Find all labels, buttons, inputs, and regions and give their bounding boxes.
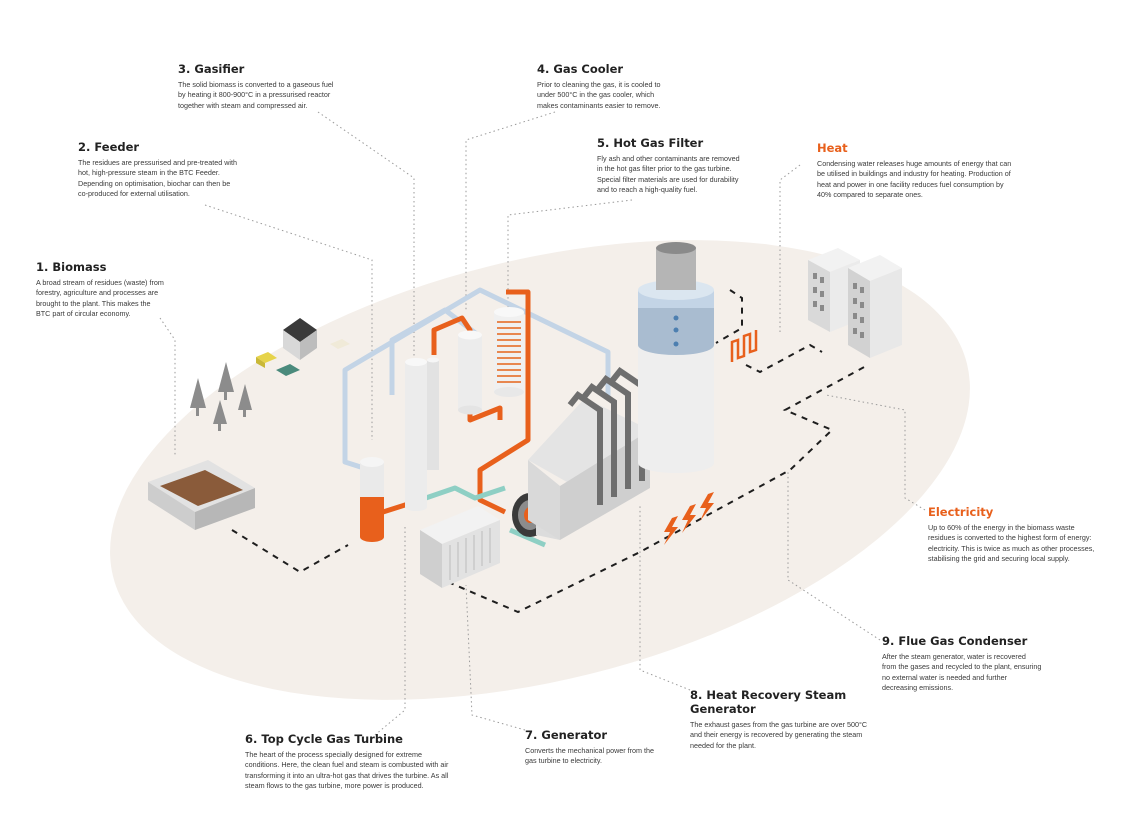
callout-generator: 7. Generator Converts the mechanical pow…: [525, 728, 655, 767]
callout-title: 9. Flue Gas Condenser: [882, 634, 1028, 648]
hot-gas-filter: [494, 307, 524, 397]
callout-text: The residues are pressurised and pre-tre…: [78, 158, 238, 199]
forest: [190, 362, 252, 431]
callout-gas-cooler: 4. Gas Cooler Prior to cleaning the gas,…: [537, 62, 667, 111]
hrsg: [528, 366, 650, 540]
callout-text: A broad stream of residues (waste) from …: [36, 278, 164, 319]
callout-text: Converts the mechanical power from the g…: [525, 746, 655, 766]
heat-coil: [730, 330, 758, 362]
callout-text: Condensing water releases huge amounts o…: [817, 159, 1012, 200]
callout-biomass: 1. Biomass A broad stream of residues (w…: [36, 260, 166, 320]
callout-title: Electricity: [928, 505, 994, 519]
callout-title: 7. Generator: [525, 728, 608, 742]
callout-text: Up to 60% of the energy in the biomass w…: [928, 523, 1095, 564]
power-cable: [231, 289, 869, 614]
callout-text: Fly ash and other contaminants are remov…: [597, 154, 740, 195]
farm: [256, 318, 350, 376]
callout-feeder: 2. Feeder The residues are pressurised a…: [78, 140, 238, 200]
water-pipes: [419, 485, 546, 548]
callout-text: The solid biomass is converted to a gase…: [178, 80, 334, 110]
stack: [638, 242, 714, 473]
callout-gasifier: 3. Gasifier The solid biomass is convert…: [178, 62, 340, 111]
callout-title: 4. Gas Cooler: [537, 62, 624, 76]
callout-hot-gas-filter: 5. Hot Gas Filter Fly ash and other cont…: [597, 136, 747, 196]
callout-heat: Heat Condensing water releases huge amou…: [817, 141, 1017, 201]
feeder-vessel: [360, 457, 384, 542]
generator: [420, 506, 500, 588]
callout-title: 6. Top Cycle Gas Turbine: [245, 732, 403, 746]
callout-title: 1. Biomass: [36, 260, 107, 274]
callout-title: 2. Feeder: [78, 140, 140, 154]
callout-title: 3. Gasifier: [178, 62, 245, 76]
callout-text: The heart of the process specially desig…: [245, 750, 449, 791]
callout-title: 5. Hot Gas Filter: [597, 136, 704, 150]
gas-cooler: [458, 330, 482, 415]
leader-lines: [159, 111, 926, 736]
callout-text: The exhaust gases from the gas turbine a…: [690, 720, 868, 750]
electricity-bolts: [664, 492, 714, 545]
callout-title: 8. Heat Recovery Steam Generator: [690, 688, 847, 716]
callout-flue-gas-condenser: 9. Flue Gas Condenser After the steam ge…: [882, 634, 1042, 694]
callout-text: After the steam generator, water is reco…: [882, 652, 1042, 693]
callout-electricity: Electricity Up to 60% of the energy in t…: [928, 505, 1098, 565]
callout-title: Heat: [817, 141, 848, 155]
callout-gas-turbine: 6. Top Cycle Gas Turbine The heart of th…: [245, 732, 457, 792]
callout-text: Prior to cleaning the gas, it is cooled …: [537, 80, 661, 110]
buildings: [808, 248, 902, 358]
callout-hrsg: 8. Heat Recovery Steam Generator The exh…: [690, 688, 868, 751]
gasifier-column: [405, 357, 439, 511]
biomass-bin: [148, 460, 255, 530]
